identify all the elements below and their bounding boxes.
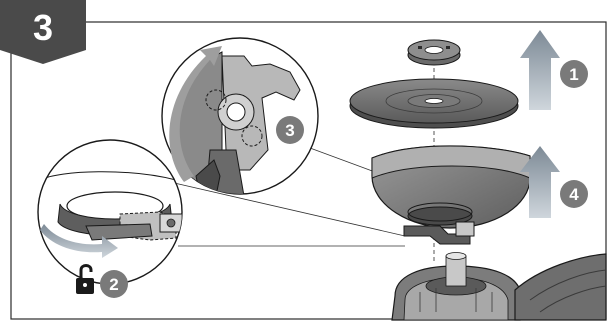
callout-4: 4 [560, 180, 588, 208]
zoom-detail-rotation: 3 [162, 38, 318, 200]
grinder-body [392, 253, 606, 321]
protective-guard [372, 146, 530, 244]
callout-4-label: 4 [569, 185, 579, 204]
flange-nut [408, 40, 460, 65]
step-badge: 3 [0, 0, 86, 64]
zoom-detail-clamp-lever: 2 [38, 140, 182, 298]
callout-3-label: 3 [285, 121, 294, 140]
callout-2-label: 2 [109, 275, 118, 294]
remove-disc-arrow [520, 30, 560, 110]
callout-3: 3 [276, 116, 304, 144]
step-number: 3 [33, 7, 53, 48]
callout-1-label: 1 [569, 65, 578, 84]
callout-1: 1 [560, 60, 588, 88]
grinding-disc [350, 79, 518, 128]
callout-2: 2 [100, 270, 128, 298]
